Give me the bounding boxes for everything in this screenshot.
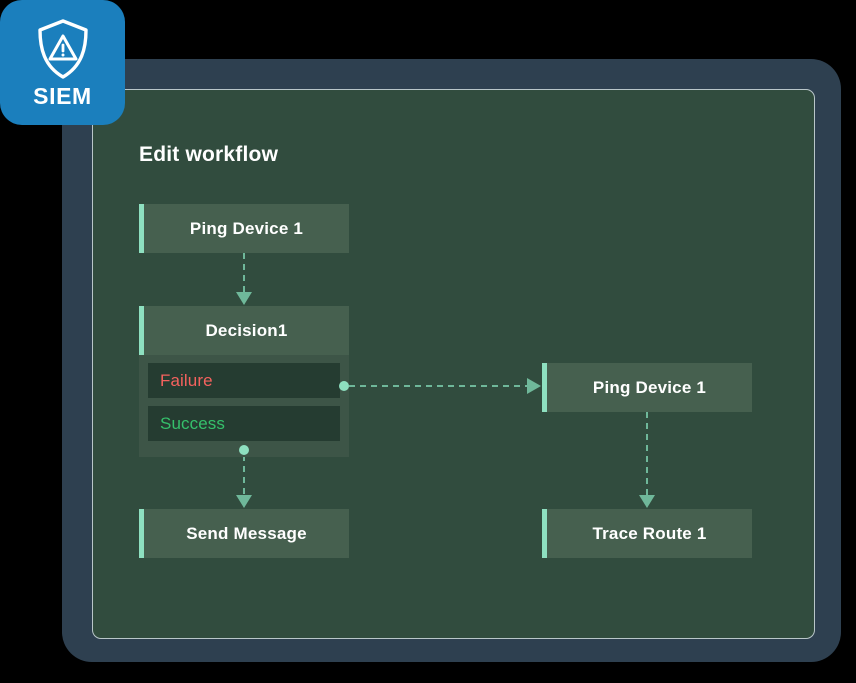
node-label: Ping Device 1 <box>189 218 304 238</box>
workflow-node-trace-route-1[interactable]: Trace Route 1 <box>542 509 752 558</box>
shield-warning-icon <box>34 18 92 80</box>
node-accent-bar <box>542 509 547 558</box>
workflow-node-send-message[interactable]: Send Message <box>139 509 349 558</box>
node-accent-bar <box>139 509 144 558</box>
node-label: Decision1 <box>205 320 288 340</box>
node-accent-bar <box>542 363 547 412</box>
connector-success-to-send-message <box>236 455 252 508</box>
branch-row-failure[interactable]: Failure <box>148 363 340 398</box>
node-label: Trace Route 1 <box>592 523 707 543</box>
decision-branch-container: Failure Success <box>139 355 349 457</box>
node-label: Ping Device 1 <box>592 377 707 397</box>
workflow-node-decision1[interactable]: Decision1 <box>139 306 349 355</box>
connector-ping-device-1-right-to-trace-route-1 <box>639 412 655 508</box>
node-accent-bar <box>139 204 144 253</box>
branch-label-success: Success <box>160 413 225 433</box>
workflow-canvas[interactable]: Ping Device 1 Decision1 Failure Success <box>93 90 814 638</box>
siem-badge-label: SIEM <box>33 82 92 109</box>
node-accent-bar <box>139 306 144 355</box>
connector-ping1-to-decision1 <box>236 253 252 305</box>
branch-label-failure: Failure <box>160 370 213 390</box>
node-label: Send Message <box>186 523 307 543</box>
workflow-node-ping-device-1-right[interactable]: Ping Device 1 <box>542 363 752 412</box>
siem-badge: SIEM <box>0 0 125 125</box>
connector-dot-success[interactable] <box>239 445 249 455</box>
connector-dot-failure[interactable] <box>339 381 349 391</box>
page-title: Edit workflow <box>139 143 279 166</box>
workflow-panel: Edit workflow <box>92 89 815 639</box>
branch-row-success[interactable]: Success <box>148 406 340 441</box>
workflow-node-ping-device-1[interactable]: Ping Device 1 <box>139 204 349 253</box>
connector-failure-to-ping-device-1-right <box>349 378 541 394</box>
